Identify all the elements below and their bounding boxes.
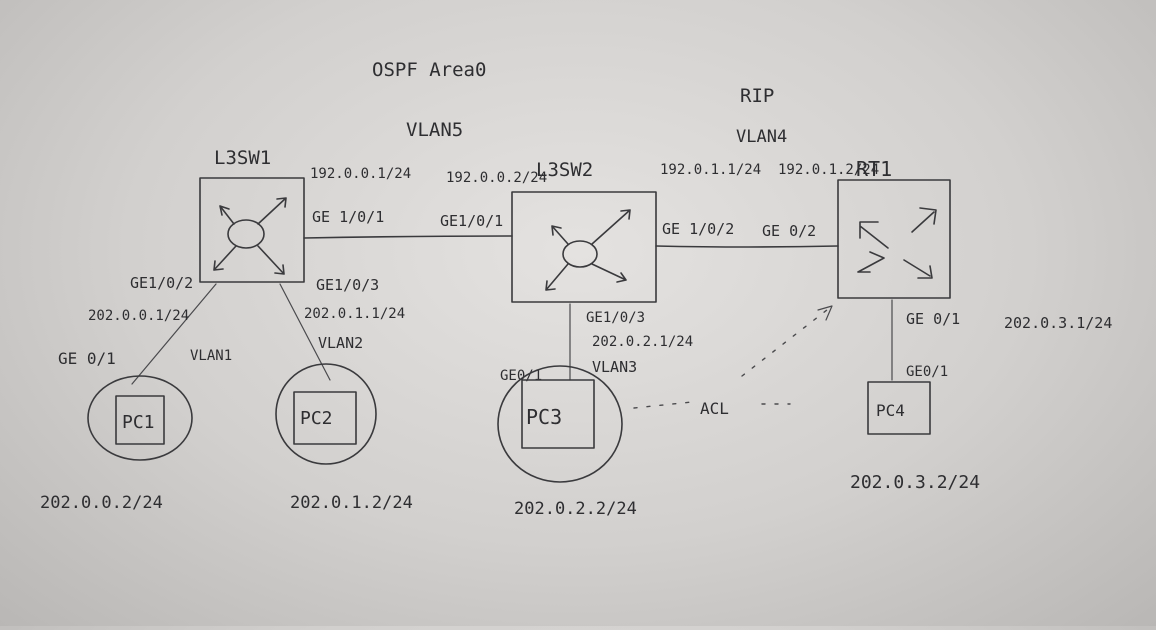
pc1-vlan: VLAN1 (190, 348, 232, 364)
pc3-vlan: VLAN3 (592, 358, 637, 376)
pc4-name: PC4 (876, 401, 905, 420)
pc2-vlan: VLAN2 (318, 334, 363, 352)
pc1-ip: 202.0.0.2/24 (40, 493, 163, 513)
sw1-ge101-port: GE 1/0/1 (312, 208, 384, 226)
rt1-ge02-port: GE 0/2 (762, 222, 816, 240)
vlan4-label: VLAN4 (736, 127, 787, 147)
pc2-ip: 202.0.1.2/24 (290, 493, 413, 513)
rt1-vlan4-ip: 192.0.1.2/24 (778, 162, 879, 178)
link-sw1-pc1 (131, 283, 217, 385)
acl-arrow-head (817, 305, 833, 321)
pc4-host (867, 381, 931, 435)
sw2-ge103-port: GE1/0/3 (586, 310, 645, 326)
acl-dotted-arrow (741, 305, 833, 377)
sw1-ge103-ip: 202.0.1.1/24 (304, 306, 405, 322)
link-sw1-pc2 (279, 283, 331, 381)
pc1-port: GE 0/1 (58, 349, 116, 368)
l3sw2-name: L3SW2 (536, 159, 593, 181)
pc1-host (87, 375, 193, 461)
pc3-name: PC3 (526, 405, 562, 429)
acl-dotted-line-left (633, 401, 693, 409)
sw2-ge103-ip: 202.0.2.1/24 (592, 334, 693, 350)
rt1-router-icon (837, 179, 951, 299)
acl-label: ACL (700, 399, 729, 418)
rip-label: RIP (740, 85, 774, 107)
pc3-host (497, 365, 623, 483)
rt1-ge01-ip: 202.0.3.1/24 (1004, 314, 1112, 332)
pc2-name: PC2 (300, 408, 333, 429)
l3sw1-name: L3SW1 (214, 147, 271, 169)
pc3-ip: 202.0.2.2/24 (514, 499, 637, 519)
sw1-vlan5-ip: 192.0.0.1/24 (310, 166, 411, 182)
rt1-ge01-port: GE 0/1 (906, 310, 960, 328)
sw2-vlan4-ip: 192.0.1.1/24 (660, 162, 761, 178)
sw2-ge101-port: GE1/0/1 (440, 212, 503, 230)
sw1-ge103-port: GE1/0/3 (316, 276, 379, 294)
link-sw2-rt1 (655, 245, 839, 248)
ospf-label: OSPF Area0 (372, 59, 486, 81)
l3sw2-switch-icon (511, 191, 657, 303)
link-sw1-sw2 (303, 235, 513, 239)
pc4-port: GE0/1 (906, 364, 948, 380)
sw2-vlan5-ip: 192.0.0.2/24 (446, 170, 547, 186)
sw1-ge102-port: GE1/0/2 (130, 274, 193, 292)
pc2-host (275, 363, 377, 465)
vlan5-label: VLAN5 (406, 119, 463, 141)
pc1-name: PC1 (122, 412, 155, 433)
l3sw1-switch-icon (199, 177, 305, 283)
rt1-name: RT1 (856, 157, 892, 181)
sw2-ge102-port: GE 1/0/2 (662, 220, 734, 238)
sw1-ge102-ip: 202.0.0.1/24 (88, 308, 189, 324)
pc4-ip: 202.0.3.2/24 (850, 472, 980, 493)
